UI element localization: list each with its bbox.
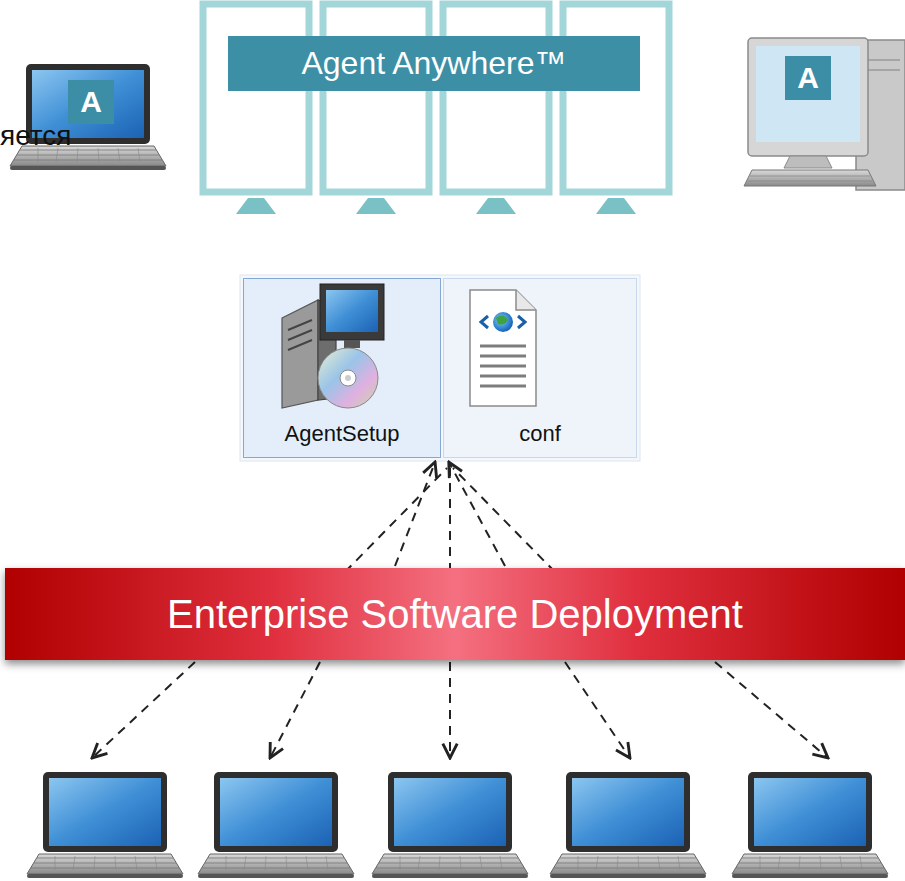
dashed-line [345, 468, 555, 572]
monitor-wall [203, 4, 669, 192]
file-item: conf [443, 278, 637, 458]
laptop-icon [198, 772, 354, 878]
product-band: Agent Anywhere™ [228, 36, 640, 91]
dashed-arrow [449, 462, 505, 566]
laptop-icon [732, 772, 888, 878]
laptop-icon [10, 64, 166, 170]
desktop-icon [744, 38, 905, 190]
selection-highlight [244, 279, 440, 457]
app-badge: A [68, 80, 114, 124]
node-text: Enterprise Software Deployment [167, 592, 743, 637]
laptop-icon [27, 772, 183, 878]
node-text: conf [519, 421, 561, 447]
file-item: AgentSetup [243, 278, 441, 458]
deploy-arrow [92, 662, 828, 758]
deployment-band: Enterprise Software Deployment [5, 568, 905, 660]
xml-file-icon [470, 290, 536, 406]
cut-off-text: яется [0, 120, 71, 152]
laptop-icon [372, 772, 528, 878]
selection-highlight [444, 279, 636, 457]
node-text: Agent Anywhere™ [301, 45, 566, 82]
app-badge: A [785, 56, 831, 100]
selection-panel [240, 275, 640, 461]
dashed-arrow [395, 462, 435, 566]
installer-icon [282, 284, 384, 408]
node-text: A [797, 61, 819, 95]
node-text: A [80, 85, 102, 119]
monitor-stand [236, 198, 636, 214]
laptop-icon [550, 772, 706, 878]
node-text: AgentSetup [285, 421, 400, 447]
